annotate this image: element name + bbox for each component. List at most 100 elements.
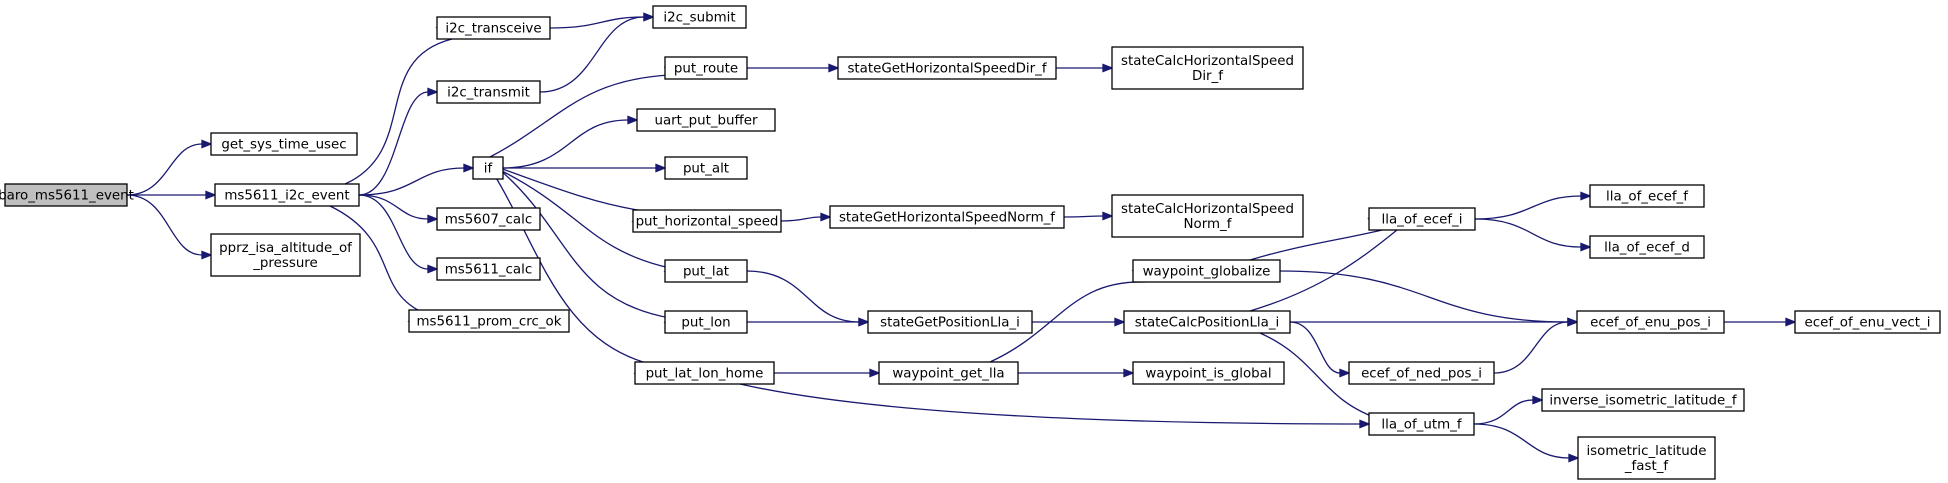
node-label: stateCalcHorizontalSpeed — [1121, 202, 1294, 217]
node-box — [1589, 235, 1705, 259]
node-ecef_of_ned_pos_i[interactable]: ecef_of_ned_pos_i — [1348, 361, 1495, 385]
node-label: put_lat_lon_home — [646, 367, 764, 382]
node-box — [1132, 361, 1285, 385]
node-stateCalcPositionLla_i[interactable]: stateCalcPositionLla_i — [1123, 310, 1291, 334]
arrowhead-stateGetHorizontalSpeedNorm_f — [820, 212, 832, 222]
node-ecef_of_enu_vect_i[interactable]: ecef_of_enu_vect_i — [1794, 310, 1941, 334]
edge-put_horizontal_speed-to-stateGetHorizontalSpeedNorm_f — [780, 216, 822, 222]
node-get_sys_time_usec[interactable]: get_sys_time_usec — [210, 132, 358, 156]
node-label: lla_of_ecef_i — [1382, 213, 1463, 228]
node-box — [1111, 46, 1304, 90]
arrowhead-ms5607_calc — [427, 214, 439, 224]
node-stateGetHorizontalSpeedNorm_f[interactable]: stateGetHorizontalSpeedNorm_f — [829, 205, 1065, 229]
edge-ms5611_i2c_event-to-i2c_transmit — [358, 91, 429, 196]
arrowhead-i2c_submit — [643, 12, 655, 22]
node-label: waypoint_globalize — [1143, 265, 1271, 280]
node-label: put_lon — [681, 316, 730, 331]
node-label: Norm_f — [1184, 217, 1232, 232]
edge-waypoint_globalize-to-lla_of_ecef_i — [1249, 229, 1383, 261]
node-waypoint_get_lla[interactable]: waypoint_get_lla — [878, 361, 1019, 385]
arrowhead-stateCalcHorizontalSpeedDir_f — [1102, 63, 1114, 73]
node-inverse_isometric_latitude_f[interactable]: inverse_isometric_latitude_f — [1541, 388, 1745, 412]
call-graph-edges — [126, 12, 1797, 463]
node-i2c_transceive[interactable]: i2c_transceive — [436, 16, 551, 40]
node-ms5611_prom_crc_ok[interactable]: ms5611_prom_crc_ok — [408, 309, 570, 333]
node-ms5611_i2c_event[interactable]: ms5611_i2c_event — [214, 183, 360, 207]
node-box — [837, 56, 1057, 80]
arrowhead-isometric_latitude_fast_f — [1568, 453, 1580, 463]
node-ecef_of_enu_pos_i[interactable]: ecef_of_enu_pos_i — [1576, 310, 1725, 334]
node-box — [1123, 310, 1291, 334]
node-put_lon[interactable]: put_lon — [664, 310, 748, 334]
arrowhead-put_alt — [655, 163, 667, 173]
node-label: lla_of_ecef_d — [1604, 241, 1690, 256]
node-label: stateGetHorizontalSpeedNorm_f — [839, 211, 1055, 226]
node-uart_put_buffer[interactable]: uart_put_buffer — [636, 108, 776, 132]
edge-baro_ms5611_event-to-pprz_isa_altitude_of_pressure — [126, 194, 203, 256]
node-label: stateGetPositionLla_i — [880, 316, 1020, 331]
arrowhead-ecef_of_enu_pos_i — [1567, 317, 1579, 327]
node-box — [210, 132, 358, 156]
edge-ms5611_i2c_event-to-ms5611_calc — [358, 194, 429, 270]
node-label: put_alt — [683, 162, 729, 177]
node-box — [664, 259, 748, 283]
node-i2c_submit[interactable]: i2c_submit — [652, 5, 747, 29]
node-if[interactable]: if — [472, 156, 504, 180]
node-box — [1368, 207, 1476, 231]
node-lla_of_ecef_f[interactable]: lla_of_ecef_f — [1589, 184, 1705, 208]
node-waypoint_is_global[interactable]: waypoint_is_global — [1132, 361, 1285, 385]
edge-if-to-put_lat — [499, 169, 671, 269]
node-i2c_transmit[interactable]: i2c_transmit — [436, 80, 541, 104]
node-box — [636, 108, 776, 132]
arrowhead-inverse_isometric_latitude_f — [1532, 395, 1544, 405]
node-label: stateGetHorizontalSpeedDir_f — [847, 62, 1046, 77]
node-box — [1111, 194, 1304, 238]
node-box — [1368, 412, 1475, 436]
node-label: inverse_isometric_latitude_f — [1549, 394, 1737, 409]
edge-i2c_transceive-to-i2c_submit — [549, 16, 645, 29]
arrowhead-waypoint_get_lla — [869, 368, 881, 378]
node-box — [472, 156, 504, 180]
node-box — [1577, 436, 1716, 480]
node-put_horizontal_speed[interactable]: put_horizontal_speed — [632, 209, 782, 233]
node-lla_of_ecef_d[interactable]: lla_of_ecef_d — [1589, 235, 1705, 259]
arrowhead-stateGetPositionLla_i — [858, 317, 870, 327]
node-label: uart_put_buffer — [654, 114, 758, 129]
node-lla_of_ecef_i[interactable]: lla_of_ecef_i — [1368, 207, 1476, 231]
node-box — [436, 257, 541, 281]
node-ms5607_calc[interactable]: ms5607_calc — [436, 207, 541, 231]
node-box — [1348, 361, 1495, 385]
node-baro_ms5611_event[interactable]: baro_ms5611_event — [0, 183, 134, 207]
node-ms5611_calc[interactable]: ms5611_calc — [436, 257, 541, 281]
node-stateGetHorizontalSpeedDir_f[interactable]: stateGetHorizontalSpeedDir_f — [837, 56, 1057, 80]
node-box — [664, 156, 748, 180]
arrowhead-if — [463, 163, 475, 173]
node-label: ecef_of_enu_vect_i — [1805, 316, 1931, 331]
edge-if-to-put_lat_lon_home — [494, 175, 651, 365]
node-lla_of_utm_f[interactable]: lla_of_utm_f — [1368, 412, 1475, 436]
node-put_route[interactable]: put_route — [664, 56, 748, 80]
arrowhead-ms5611_i2c_event — [205, 190, 217, 200]
node-label: ms5611_calc — [445, 263, 532, 278]
edge-ms5611_i2c_event-to-if — [358, 167, 465, 196]
node-put_alt[interactable]: put_alt — [664, 156, 748, 180]
node-label: i2c_submit — [663, 11, 735, 26]
edge-stateCalcPositionLla_i-to-lla_of_ecef_i — [1249, 229, 1398, 312]
edge-lla_of_ecef_i-to-lla_of_ecef_f — [1474, 195, 1582, 220]
arrowhead-lla_of_ecef_d — [1580, 242, 1592, 252]
node-box — [829, 205, 1065, 229]
node-box — [1132, 259, 1281, 283]
node-stateGetPositionLla_i[interactable]: stateGetPositionLla_i — [867, 310, 1033, 334]
node-put_lat[interactable]: put_lat — [664, 259, 748, 283]
node-waypoint_globalize[interactable]: waypoint_globalize — [1132, 259, 1281, 283]
node-put_lat_lon_home[interactable]: put_lat_lon_home — [634, 361, 775, 385]
node-label: lla_of_ecef_f — [1606, 190, 1688, 205]
arrowhead-waypoint_is_global — [1123, 368, 1135, 378]
edge-i2c_transmit-to-i2c_submit — [539, 16, 645, 93]
node-label: if — [484, 162, 493, 177]
node-pprz_isa_altitude_of_pressure[interactable]: pprz_isa_altitude_of_pressure — [210, 233, 361, 277]
node-isometric_latitude_fast_f[interactable]: isometric_latitude_fast_f — [1577, 436, 1716, 480]
arrowhead-stateGetHorizontalSpeedDir_f — [828, 63, 840, 73]
